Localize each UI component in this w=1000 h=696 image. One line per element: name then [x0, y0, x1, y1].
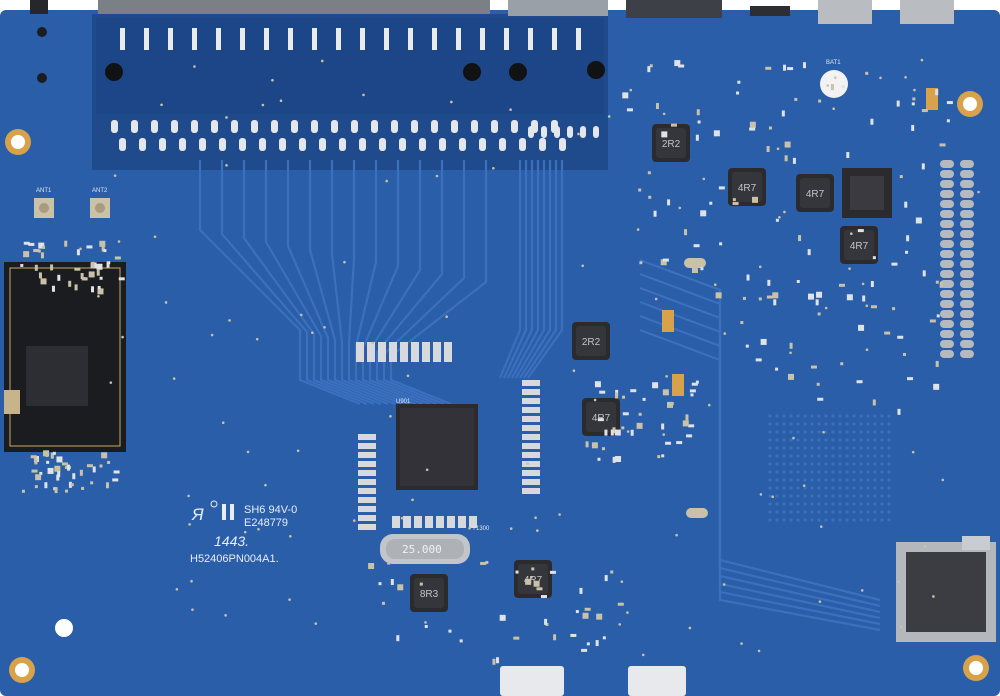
mounting-hole: [9, 657, 35, 683]
crystal-oscillator: [380, 534, 470, 564]
usb-connector-top: [98, 0, 490, 14]
power-inductor: 4R7: [796, 174, 834, 212]
power-inductor: 4R7: [514, 560, 552, 598]
power-inductor: 8R3: [410, 574, 448, 612]
crystal-frequency: 25.000: [402, 543, 442, 556]
antenna-label-ant1: ANT1: [36, 188, 52, 194]
bottom-jst-connectors: [500, 666, 686, 696]
tooling-hole: [55, 619, 73, 637]
pmic-chip: [842, 168, 892, 218]
tantalum-capacitors: [662, 88, 938, 396]
smd-components: [20, 60, 953, 665]
crystal-ref-label: Y1300: [472, 526, 490, 532]
antenna-ant2: [90, 198, 110, 218]
signal-traces: [198, 160, 881, 632]
soc-chip: [396, 404, 478, 490]
svg-text:Я: Я: [191, 505, 204, 524]
ul-file-number: E248779: [244, 517, 288, 529]
usb-port-1: [818, 0, 872, 24]
gpio-pin-rows: [111, 28, 599, 151]
mounting-hole: [957, 91, 983, 117]
antenna-label-ant2: ANT2: [92, 188, 108, 194]
inductor-value: 2R2: [582, 337, 601, 348]
usb-port-2: [900, 0, 954, 24]
soc-pads: [356, 342, 540, 530]
sd-card-slot: [896, 536, 996, 642]
micro-usb-top: [750, 6, 790, 16]
power-inductor: 4R7: [728, 168, 766, 206]
power-inductor: 4R7: [582, 398, 620, 436]
inductor-value: 4R7: [738, 183, 757, 194]
ul-rating-text: SH6 94V-0: [244, 504, 297, 516]
mounting-hole: [5, 129, 31, 155]
cpu-ref-label: U901: [396, 399, 411, 405]
inductor-value: 2R2: [662, 139, 681, 150]
inductor-value: 4R7: [850, 241, 869, 252]
hdmi-connector-top: [626, 0, 722, 18]
power-inductor: 4R7: [840, 226, 878, 264]
rtc-battery: [820, 70, 848, 98]
inductor-value: 8R3: [420, 589, 439, 600]
power-inductor: 2R2: [652, 124, 690, 162]
vias: [79, 58, 980, 657]
inductor-value: 4R7: [806, 189, 825, 200]
wifi-module: [4, 262, 126, 452]
part-number: H52406PN004A1.: [190, 553, 279, 565]
mounting-hole: [963, 655, 989, 681]
ul-recognized-mark: Я: [191, 500, 234, 524]
power-inductors: 2R2 4R7 4R7 4R7 2R2 4R7 8R3 4R7: [410, 124, 878, 612]
power-inductor: 2R2: [572, 322, 610, 360]
antenna-ant1: [34, 198, 54, 218]
inductor-value: 4R7: [524, 575, 543, 586]
ethernet-connector-top: [508, 0, 608, 16]
gpio-header-right: [940, 160, 974, 358]
date-code: 1443.: [214, 533, 249, 549]
header-posts: [105, 61, 605, 81]
battery-label: BAT1: [826, 60, 841, 66]
dram-bga-footprint: [768, 414, 891, 522]
